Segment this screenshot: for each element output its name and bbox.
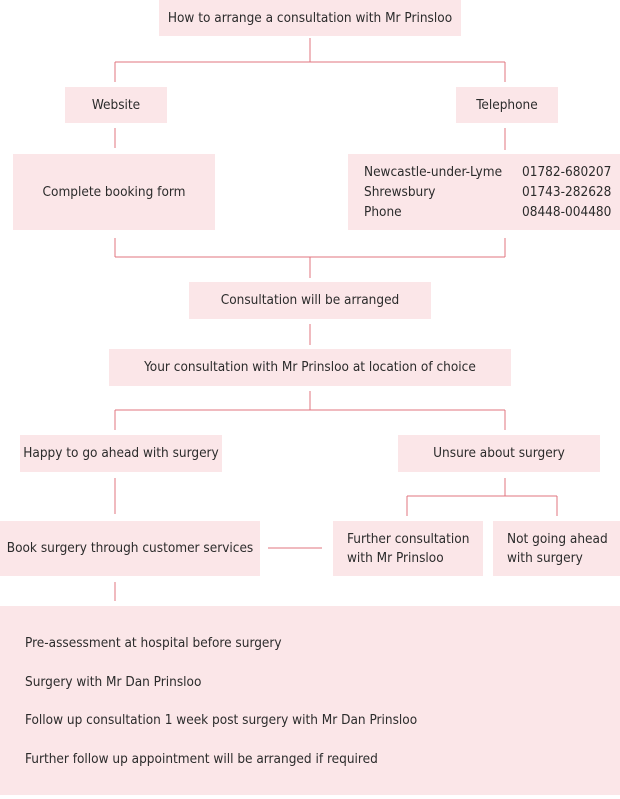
phone-place: Phone: [364, 203, 402, 220]
not-going-line: Not going ahead: [507, 530, 608, 547]
book-surgery-text: Book surgery through customer services: [6, 540, 254, 556]
telephone-label: Telephone: [476, 96, 538, 113]
book-surgery-box: Book surgery through customer services: [0, 521, 260, 576]
title-text: How to arrange a consultation with Mr Pr…: [167, 9, 453, 26]
arranged-box: Consultation will be arranged: [189, 282, 431, 319]
unsure-text: Unsure about surgery: [433, 445, 565, 461]
post-surgery-steps-box: Pre-assessment at hospital before surger…: [0, 606, 620, 795]
not-going-ahead-text: Not going ahead with surgery: [507, 530, 608, 568]
phone-number: 01743-282628: [522, 183, 612, 200]
website-box: Website: [65, 87, 167, 123]
consultation-text: Your consultation with Mr Prinsloo at lo…: [144, 359, 476, 375]
title-box: How to arrange a consultation with Mr Pr…: [159, 0, 461, 36]
phone-numbers-box: Newcastle-under-Lyme 01782-680207 Shrews…: [348, 154, 620, 230]
phone-place: Newcastle-under-Lyme: [364, 163, 503, 180]
step-item: Further follow up appointment will be ar…: [25, 751, 378, 767]
happy-box: Happy to go ahead with surgery: [20, 435, 222, 472]
website-label: Website: [91, 96, 141, 113]
further-consultation-text: Further consultation with Mr Prinsloo: [347, 530, 469, 568]
further-line: Further consultation: [347, 530, 470, 547]
phone-number: 08448-004480: [522, 203, 612, 220]
step-item: Pre-assessment at hospital before surger…: [25, 635, 282, 651]
further-consultation-box: Further consultation with Mr Prinsloo: [333, 521, 483, 576]
telephone-box: Telephone: [456, 87, 558, 123]
happy-text: Happy to go ahead with surgery: [23, 445, 219, 461]
not-going-line: with surgery: [507, 549, 583, 566]
phone-number: 01782-680207: [522, 163, 612, 180]
phone-table: Newcastle-under-Lyme 01782-680207 Shrews…: [364, 163, 611, 222]
phone-place: Shrewsbury: [364, 183, 436, 200]
step-item: Surgery with Mr Dan Prinsloo: [25, 674, 202, 690]
booking-form-box: Complete booking form: [13, 154, 215, 230]
booking-form-text: Complete booking form: [42, 183, 186, 200]
not-going-ahead-box: Not going ahead with surgery: [493, 521, 620, 576]
unsure-box: Unsure about surgery: [398, 435, 600, 472]
further-line: with Mr Prinsloo: [347, 549, 444, 566]
arranged-text: Consultation will be arranged: [220, 292, 400, 308]
consultation-box: Your consultation with Mr Prinsloo at lo…: [109, 349, 511, 386]
step-item: Follow up consultation 1 week post surge…: [25, 712, 418, 728]
